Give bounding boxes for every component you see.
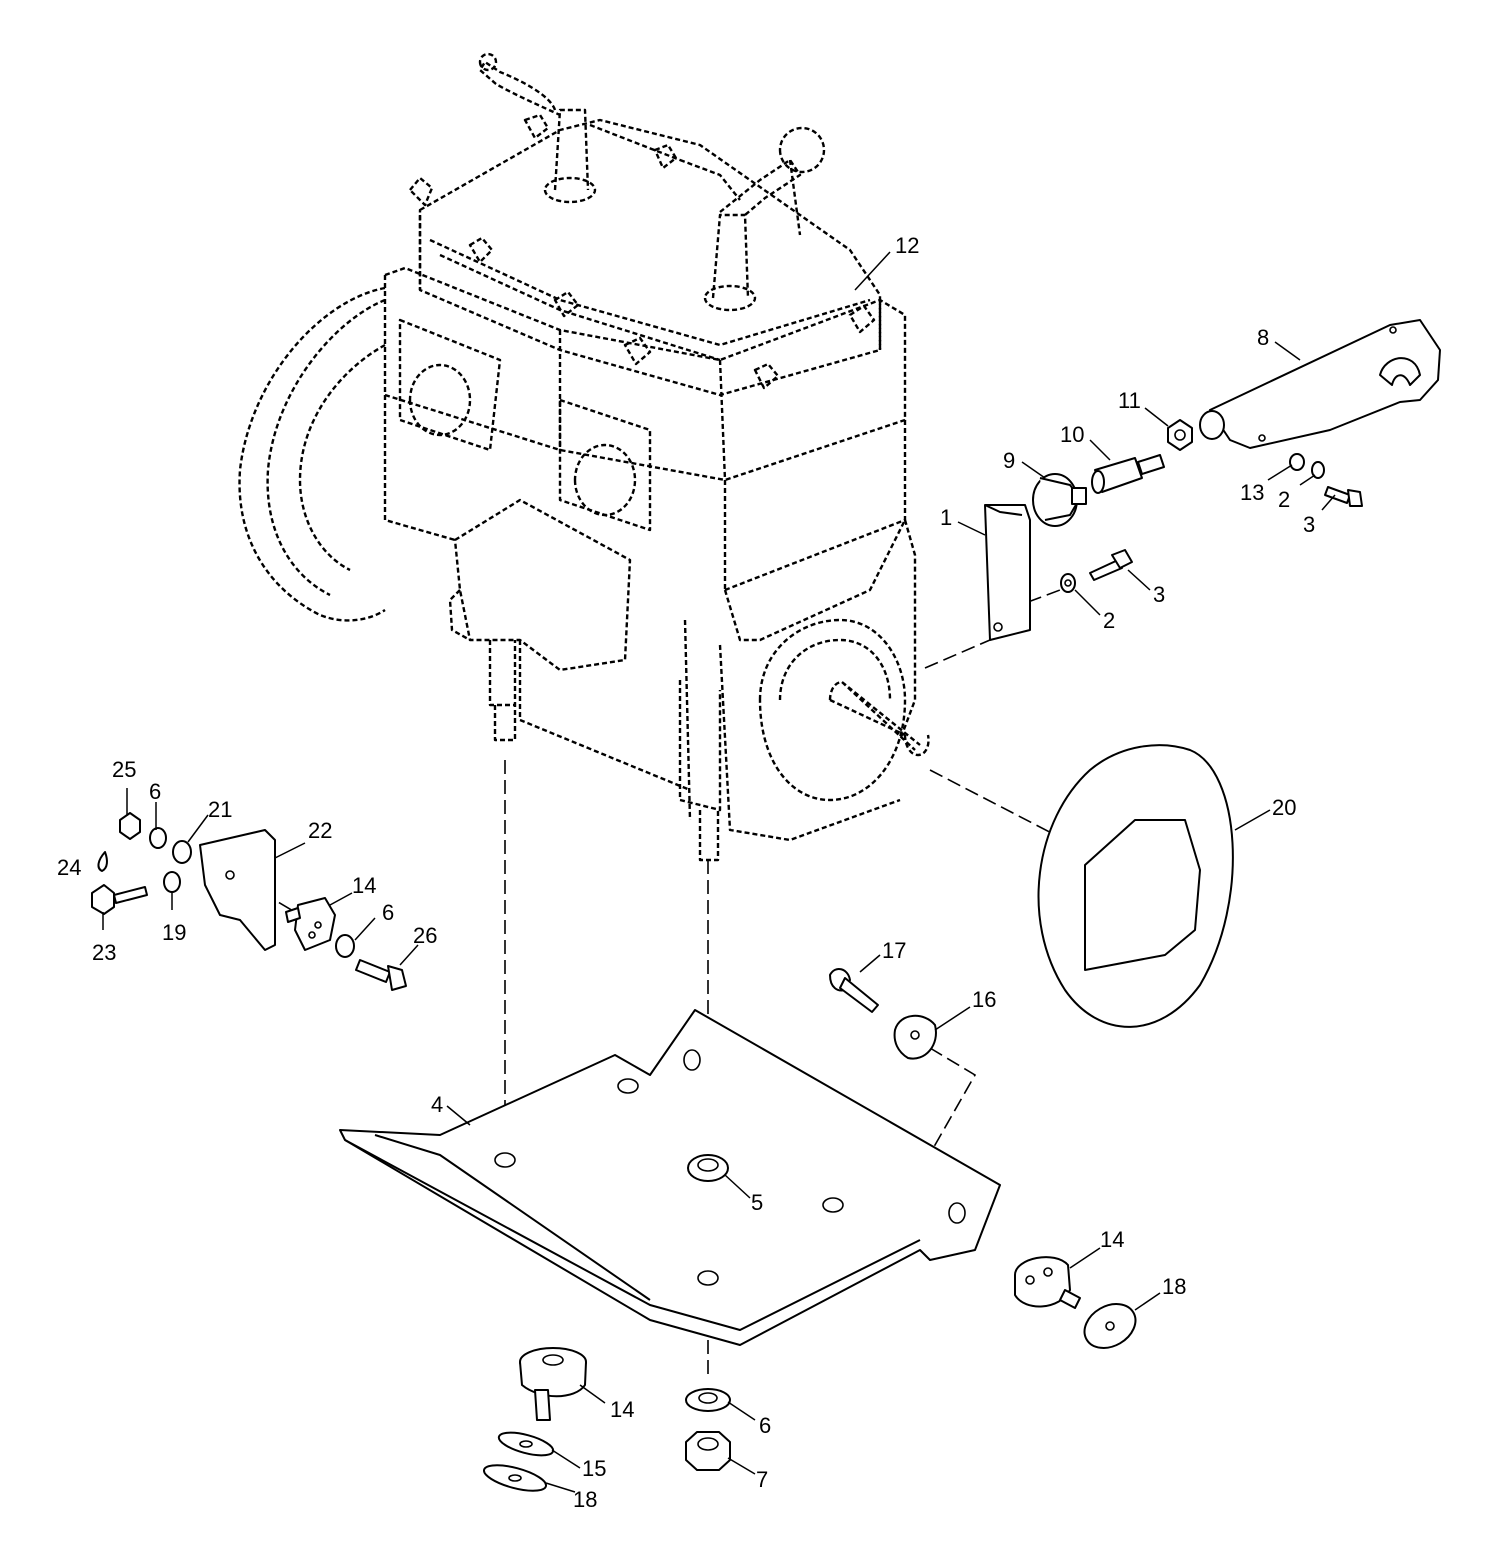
callout-22: 22 [308,818,332,843]
part-5-spacer [687,1154,729,1182]
part-19-washer [163,871,181,893]
part-10-stud [1091,454,1165,494]
callout-8: 8 [1257,325,1269,350]
callout-19: 19 [162,920,186,945]
part-26-bolt [355,959,407,991]
part-1-plate [984,504,1031,641]
callout-18-right: 18 [1162,1274,1186,1299]
part-14-mount-left [285,897,336,951]
part-2-washer-top [1311,461,1325,479]
callout-24: 24 [57,855,81,880]
part-11-nut [1167,419,1193,451]
part-3-bolt-mid [1089,549,1133,581]
callout-2-mid: 2 [1103,608,1115,633]
callout-14-left: 14 [352,873,376,898]
part-18-washer-right [1083,1303,1137,1349]
part-16-washer [893,1014,937,1060]
part-24-droplet [97,851,108,872]
part-21-washer [172,840,192,864]
part-25-nut [119,812,141,840]
part-6-washer-bottom [685,1388,731,1412]
callout-25: 25 [112,757,136,782]
callout-20: 20 [1272,795,1296,820]
part-4-base-plate [339,1009,1001,1346]
callout-17: 17 [882,938,906,963]
part-17-bolt [829,968,879,1013]
part-23-screw [91,884,148,915]
part-14-mount-bottom [519,1347,587,1421]
callout-23: 23 [92,940,116,965]
callout-1: 1 [940,505,952,530]
part-9-stop [1032,473,1087,527]
callout-3-top: 3 [1303,512,1315,537]
part-20-ring [1037,744,1234,1028]
callout-3-mid: 3 [1153,582,1165,607]
part-6-washer-left [149,827,167,849]
part-8-bracket [1199,319,1441,449]
callout-6-left2: 6 [382,900,394,925]
part-3-bolt-top [1324,486,1363,507]
part-18-shim-bottom [482,1464,548,1492]
callout-21: 21 [208,797,232,822]
callout-14-right: 14 [1100,1227,1124,1252]
leader-lines [102,251,1336,1493]
callout-12: 12 [895,233,919,258]
callout-16: 16 [972,987,996,1012]
callout-9: 9 [1003,448,1015,473]
callout-labels: 12 8 11 10 9 1 13 2 3 3 2 20 25 6 21 22 … [57,233,1315,1512]
callout-14-bottom: 14 [610,1397,634,1422]
callout-4: 4 [431,1092,443,1117]
callout-2-top: 2 [1278,487,1290,512]
part-13-washer [1289,453,1305,471]
callout-6-left: 6 [149,779,161,804]
part-22-bracket [199,829,276,951]
callout-6-bottom: 6 [759,1413,771,1438]
part-2-washer-mid [1060,573,1076,593]
callout-10: 10 [1060,422,1084,447]
part-7-nut-bottom [685,1431,731,1471]
engine-outline [238,52,930,862]
callout-13: 13 [1240,480,1264,505]
callout-15: 15 [582,1456,606,1481]
part-6-washer-left2 [335,934,355,958]
callout-18-bottom: 18 [573,1487,597,1512]
callout-11: 11 [1118,388,1141,413]
part-14-mount-right [1014,1256,1081,1309]
callout-7: 7 [756,1467,768,1492]
callout-26: 26 [413,923,437,948]
part-15-shim [497,1431,555,1457]
callout-5: 5 [751,1190,763,1215]
